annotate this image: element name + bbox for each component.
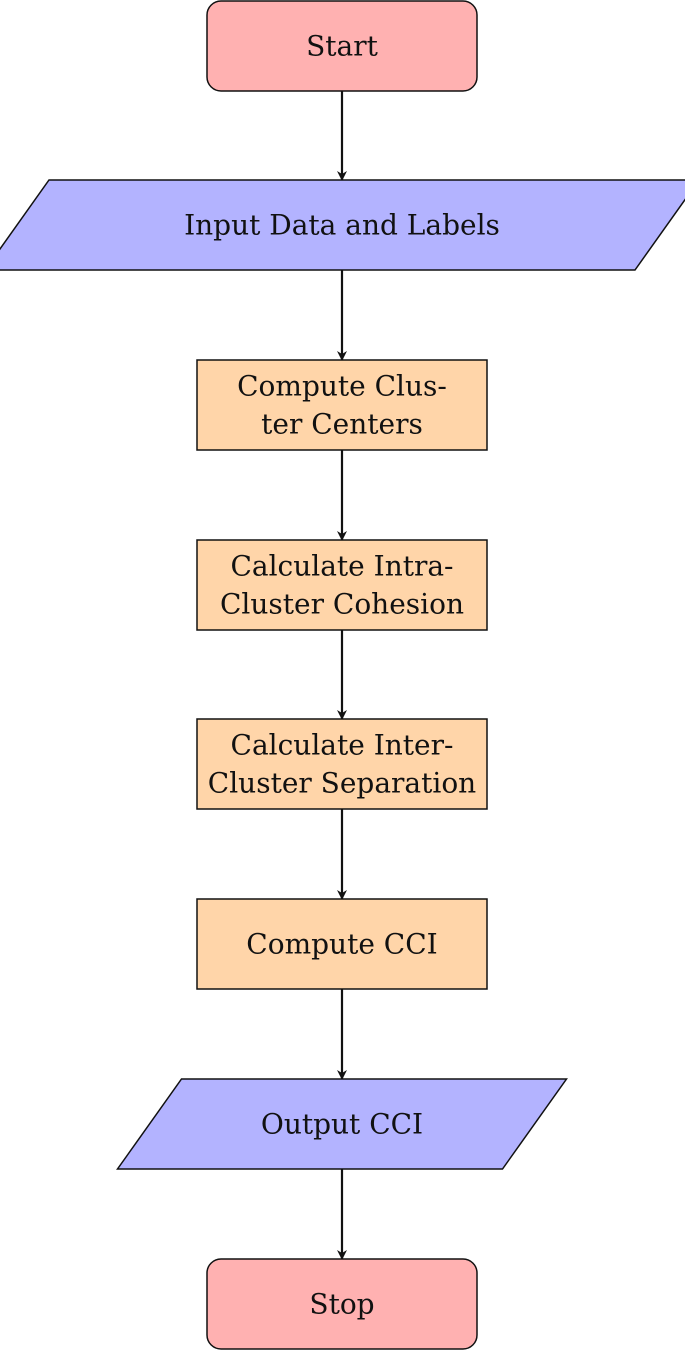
node-stop: Stop: [206, 1258, 478, 1350]
io-parallelogram: [0, 179, 685, 271]
node-label: Calculate Inter-: [231, 729, 454, 762]
node-start: Start: [206, 0, 478, 92]
node-compute-cci: Compute CCI: [196, 898, 488, 990]
node-intra-cohesion: Calculate Intra- Cluster Cohesion: [196, 539, 488, 631]
node-inter-separation: Calculate Inter- Cluster Separation: [196, 718, 488, 810]
node-input: Input Data and Labels: [0, 179, 685, 271]
terminal-rounded-rect: [206, 0, 478, 92]
process-rect: [196, 718, 488, 810]
terminal-rounded-rect: [206, 1258, 478, 1350]
node-label: Calculate Intra-: [230, 550, 453, 583]
node-label: ter Centers: [261, 408, 423, 441]
process-rect: [196, 539, 488, 631]
node-label: Cluster Cohesion: [220, 588, 464, 621]
node-label: Input Data and Labels: [184, 209, 500, 242]
process-rect: [196, 898, 488, 990]
node-label: Compute CCI: [246, 928, 437, 961]
node-compute-centers: Compute Clus-ter Centers: [196, 359, 488, 451]
node-label: Stop: [309, 1288, 374, 1321]
node-label: Output CCI: [261, 1108, 423, 1141]
node-label: Start: [306, 30, 379, 63]
node-label: Compute Clus-: [237, 370, 447, 403]
node-label: Cluster Separation: [208, 767, 476, 800]
process-rect: [196, 359, 488, 451]
node-output: Output CCI: [116, 1078, 568, 1170]
io-parallelogram: [116, 1078, 568, 1170]
